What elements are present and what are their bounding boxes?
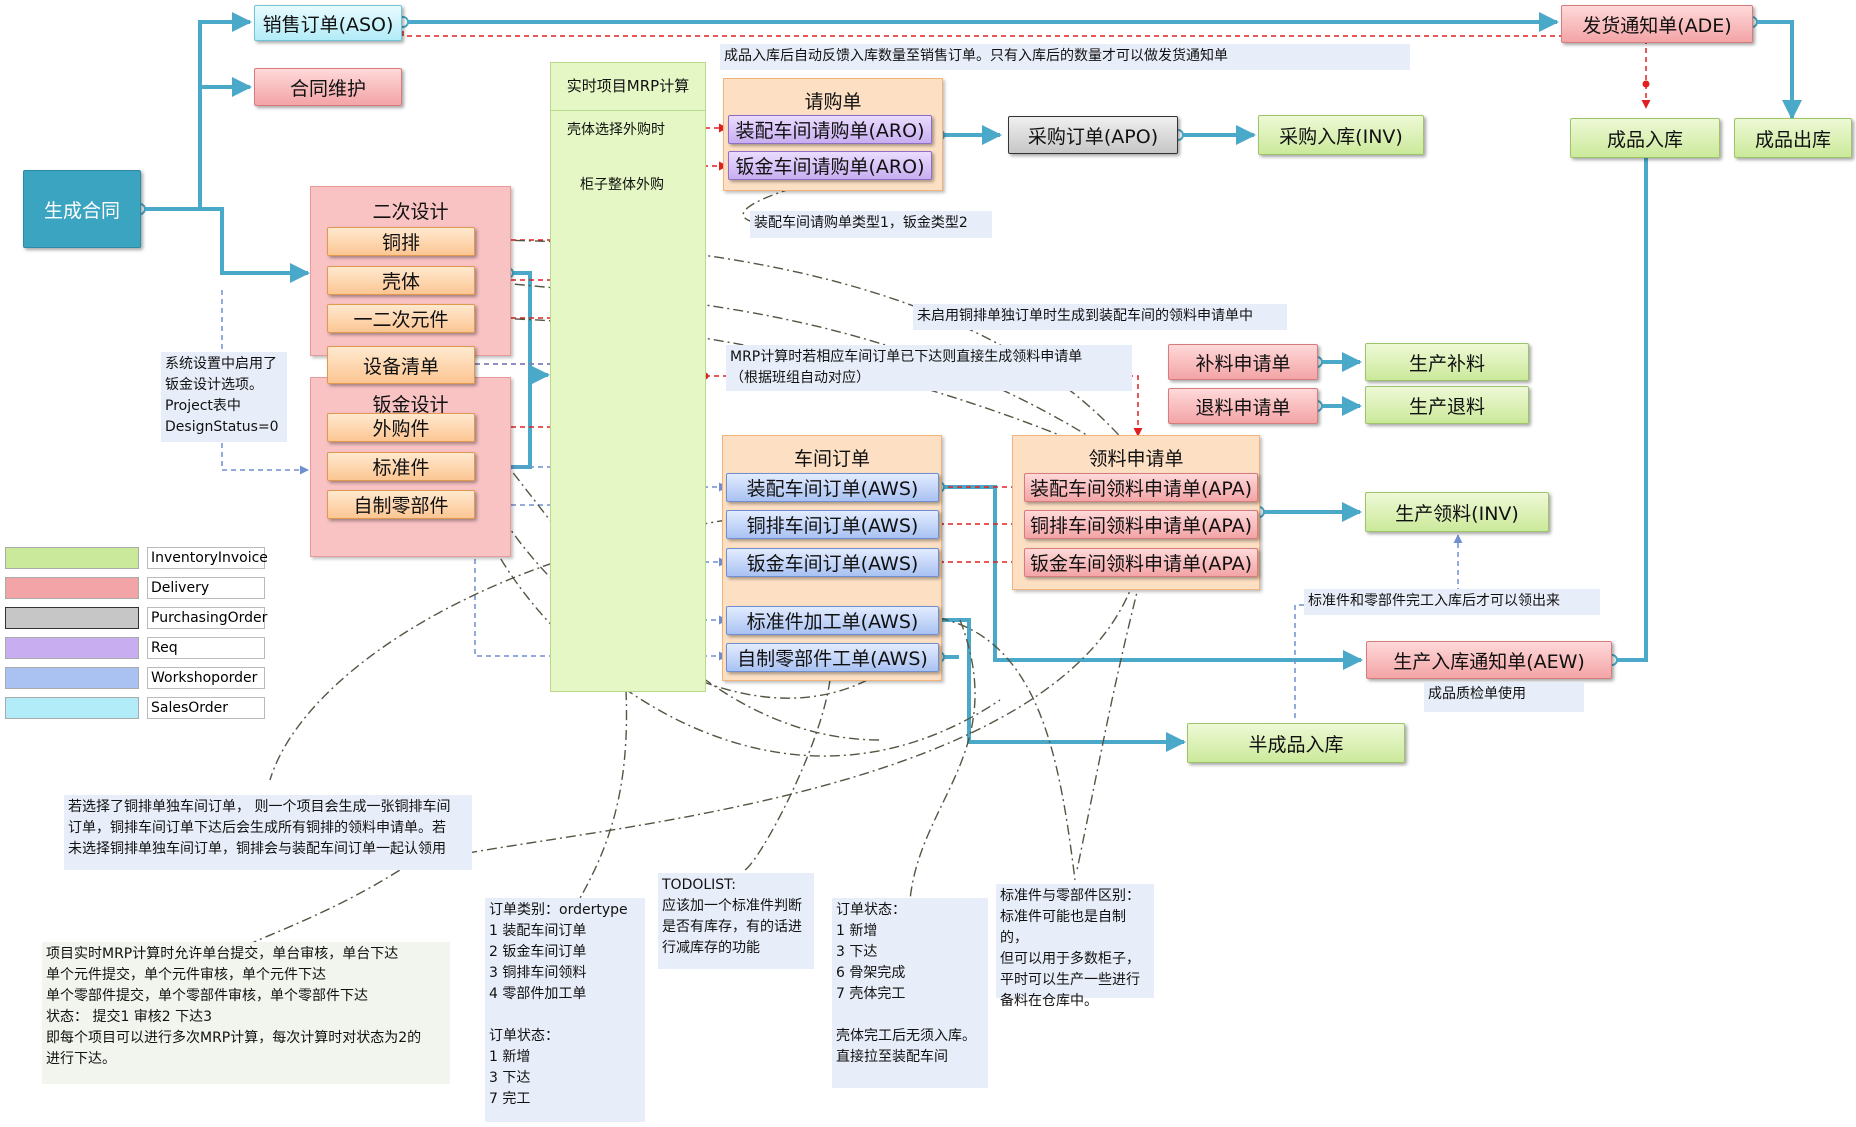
return-request[interactable]: 退料申请单 xyxy=(1168,388,1318,424)
legend-swatch xyxy=(5,577,139,599)
legend-label: Delivery xyxy=(147,577,265,599)
legend-swatch xyxy=(5,607,139,629)
contract-maintenance[interactable]: 合同维护 xyxy=(254,68,402,106)
note-mrp-submit: 项目实时MRP计算时允许单台提交，单台审核，单台下达 单个元件提交，单个元件审核… xyxy=(42,942,450,1084)
legend-item: Req xyxy=(5,637,265,659)
legend-label: PurchasingOrder xyxy=(147,607,267,629)
note-qc-use: 成品质检单使用 xyxy=(1424,682,1584,712)
finished-goods-in[interactable]: 成品入库 xyxy=(1570,118,1720,158)
production-return[interactable]: 生产退料 xyxy=(1365,386,1529,424)
legend-swatch xyxy=(5,547,139,569)
purchase-req-title: 请购单 xyxy=(804,91,862,113)
finished-goods-out[interactable]: 成品出库 xyxy=(1734,118,1852,158)
workshop-title: 车间订单 xyxy=(793,448,870,470)
equipment-list[interactable]: 设备清单 xyxy=(327,346,475,384)
legend-item: PurchasingOrder xyxy=(5,607,267,629)
legend-swatch xyxy=(5,667,139,689)
production-receipt-aew[interactable]: 生产入库通知单(AEW) xyxy=(1366,641,1612,679)
generate-contract[interactable]: 生成合同 xyxy=(23,170,141,248)
note-system-setting: 系统设置中启用了 钣金设计选项。 Project表中 DesignStatus=… xyxy=(161,352,287,442)
aws-sheet-metal[interactable]: 钣金车间订单(AWS) xyxy=(726,548,939,577)
note-order-type: 订单类别：ordertype 1 装配车间订单 2 钣金车间订单 3 铜排车间领… xyxy=(485,898,645,1122)
note-order-status: 订单状态： 1 新增 3 下达 6 骨架完成 7 壳体完工 壳体完工后无须入库。… xyxy=(832,898,988,1088)
aws-standard-part[interactable]: 标准件加工单(AWS) xyxy=(726,606,939,635)
purchase-order-apo[interactable]: 采购订单(APO) xyxy=(1008,116,1178,154)
note-standard-vs-part: 标准件与零部件区别： 标准件可能也是自制的， 但可以用于多数柜子， 平时可以生产… xyxy=(996,884,1154,1009)
note-copper-unused: 未启用铜排单独订单时生成到装配车间的领料申请单中 xyxy=(913,304,1287,330)
outsourced-part[interactable]: 外购件 xyxy=(327,413,475,442)
legend-item: Workshoporder xyxy=(5,667,265,689)
legend-label: Workshoporder xyxy=(147,667,265,689)
production-pick-inv[interactable]: 生产领料(INV) xyxy=(1365,492,1549,532)
legend-item: Delivery xyxy=(5,577,265,599)
aws-self-made-part[interactable]: 自制零部件工单(AWS) xyxy=(726,643,939,672)
semi-finished-in[interactable]: 半成品入库 xyxy=(1187,723,1405,763)
aws-assembly[interactable]: 装配车间订单(AWS) xyxy=(726,473,939,502)
legend-label: SalesOrder xyxy=(147,697,265,719)
mrp-group-title: 实时项目MRP计算 xyxy=(566,77,690,95)
apa-assembly[interactable]: 装配车间领料申请单(APA) xyxy=(1024,473,1258,502)
note-todolist: TODOLIST: 应该加一个标准件判断 是否有库存，有的话进 行减库存的功能 xyxy=(658,873,814,969)
note-req-types: 装配车间请购单类型1，钣金类型2 xyxy=(750,211,992,238)
sales-order-aso[interactable]: 销售订单(ASO) xyxy=(254,5,402,41)
aro-assembly[interactable]: 装配车间请购单(ARO) xyxy=(728,115,932,144)
production-supplement[interactable]: 生产补料 xyxy=(1365,343,1529,381)
legend-label: InventoryInvoice xyxy=(147,547,268,569)
self-made-part[interactable]: 自制零部件 xyxy=(327,490,475,519)
legend-item: InventoryInvoice xyxy=(5,547,268,569)
legend-item: SalesOrder xyxy=(5,697,265,719)
note-feedback: 成品入库后自动反馈入库数量至销售订单。只有入库后的数量才可以做发货通知单 xyxy=(720,44,1410,70)
copper-bar[interactable]: 铜排 xyxy=(327,227,475,256)
delivery-notice-ade[interactable]: 发货通知单(ADE) xyxy=(1561,5,1753,43)
legend-swatch xyxy=(5,637,139,659)
sheet-design-title: 钣金设计 xyxy=(372,394,449,416)
legend-label: Req xyxy=(147,637,265,659)
aws-copper[interactable]: 铜排车间订单(AWS) xyxy=(726,510,939,539)
note-standard-after-in: 标准件和零部件完工入库后才可以领出来 xyxy=(1304,589,1600,615)
design2-title: 二次设计 xyxy=(372,201,449,223)
note-shell-outsourced: 壳体选择外购时 xyxy=(567,122,665,138)
apa-copper[interactable]: 铜排车间领料申请单(APA) xyxy=(1024,510,1258,539)
legend-swatch xyxy=(5,697,139,719)
aro-sheet-metal[interactable]: 钣金车间请购单(ARO) xyxy=(728,151,932,180)
mrp-divider xyxy=(551,110,705,111)
main-flow-lines xyxy=(140,12,1802,752)
pick-req-title: 领料申请单 xyxy=(1088,448,1184,470)
secondary-components[interactable]: 一二次元件 xyxy=(327,304,475,333)
supplement-request[interactable]: 补料申请单 xyxy=(1168,344,1318,380)
standard-part[interactable]: 标准件 xyxy=(327,452,475,481)
note-cabinet-outsourced: 柜子整体外购 xyxy=(580,177,664,193)
apa-sheet-metal[interactable]: 钣金车间领料申请单(APA) xyxy=(1024,548,1258,577)
shell[interactable]: 壳体 xyxy=(327,266,475,295)
mrp-group: 实时项目MRP计算 xyxy=(550,62,706,692)
purchase-receipt-inv[interactable]: 采购入库(INV) xyxy=(1258,115,1424,155)
note-copper-separate: 若选择了铜排单独车间订单， 则一个项目会生成一张铜排车间 订单，铜排车间订单下达… xyxy=(64,795,472,870)
note-mrp-issued: MRP计算时若相应车间订单已下达则直接生成领料申请单 （根据班组自动对应） xyxy=(726,345,1132,391)
